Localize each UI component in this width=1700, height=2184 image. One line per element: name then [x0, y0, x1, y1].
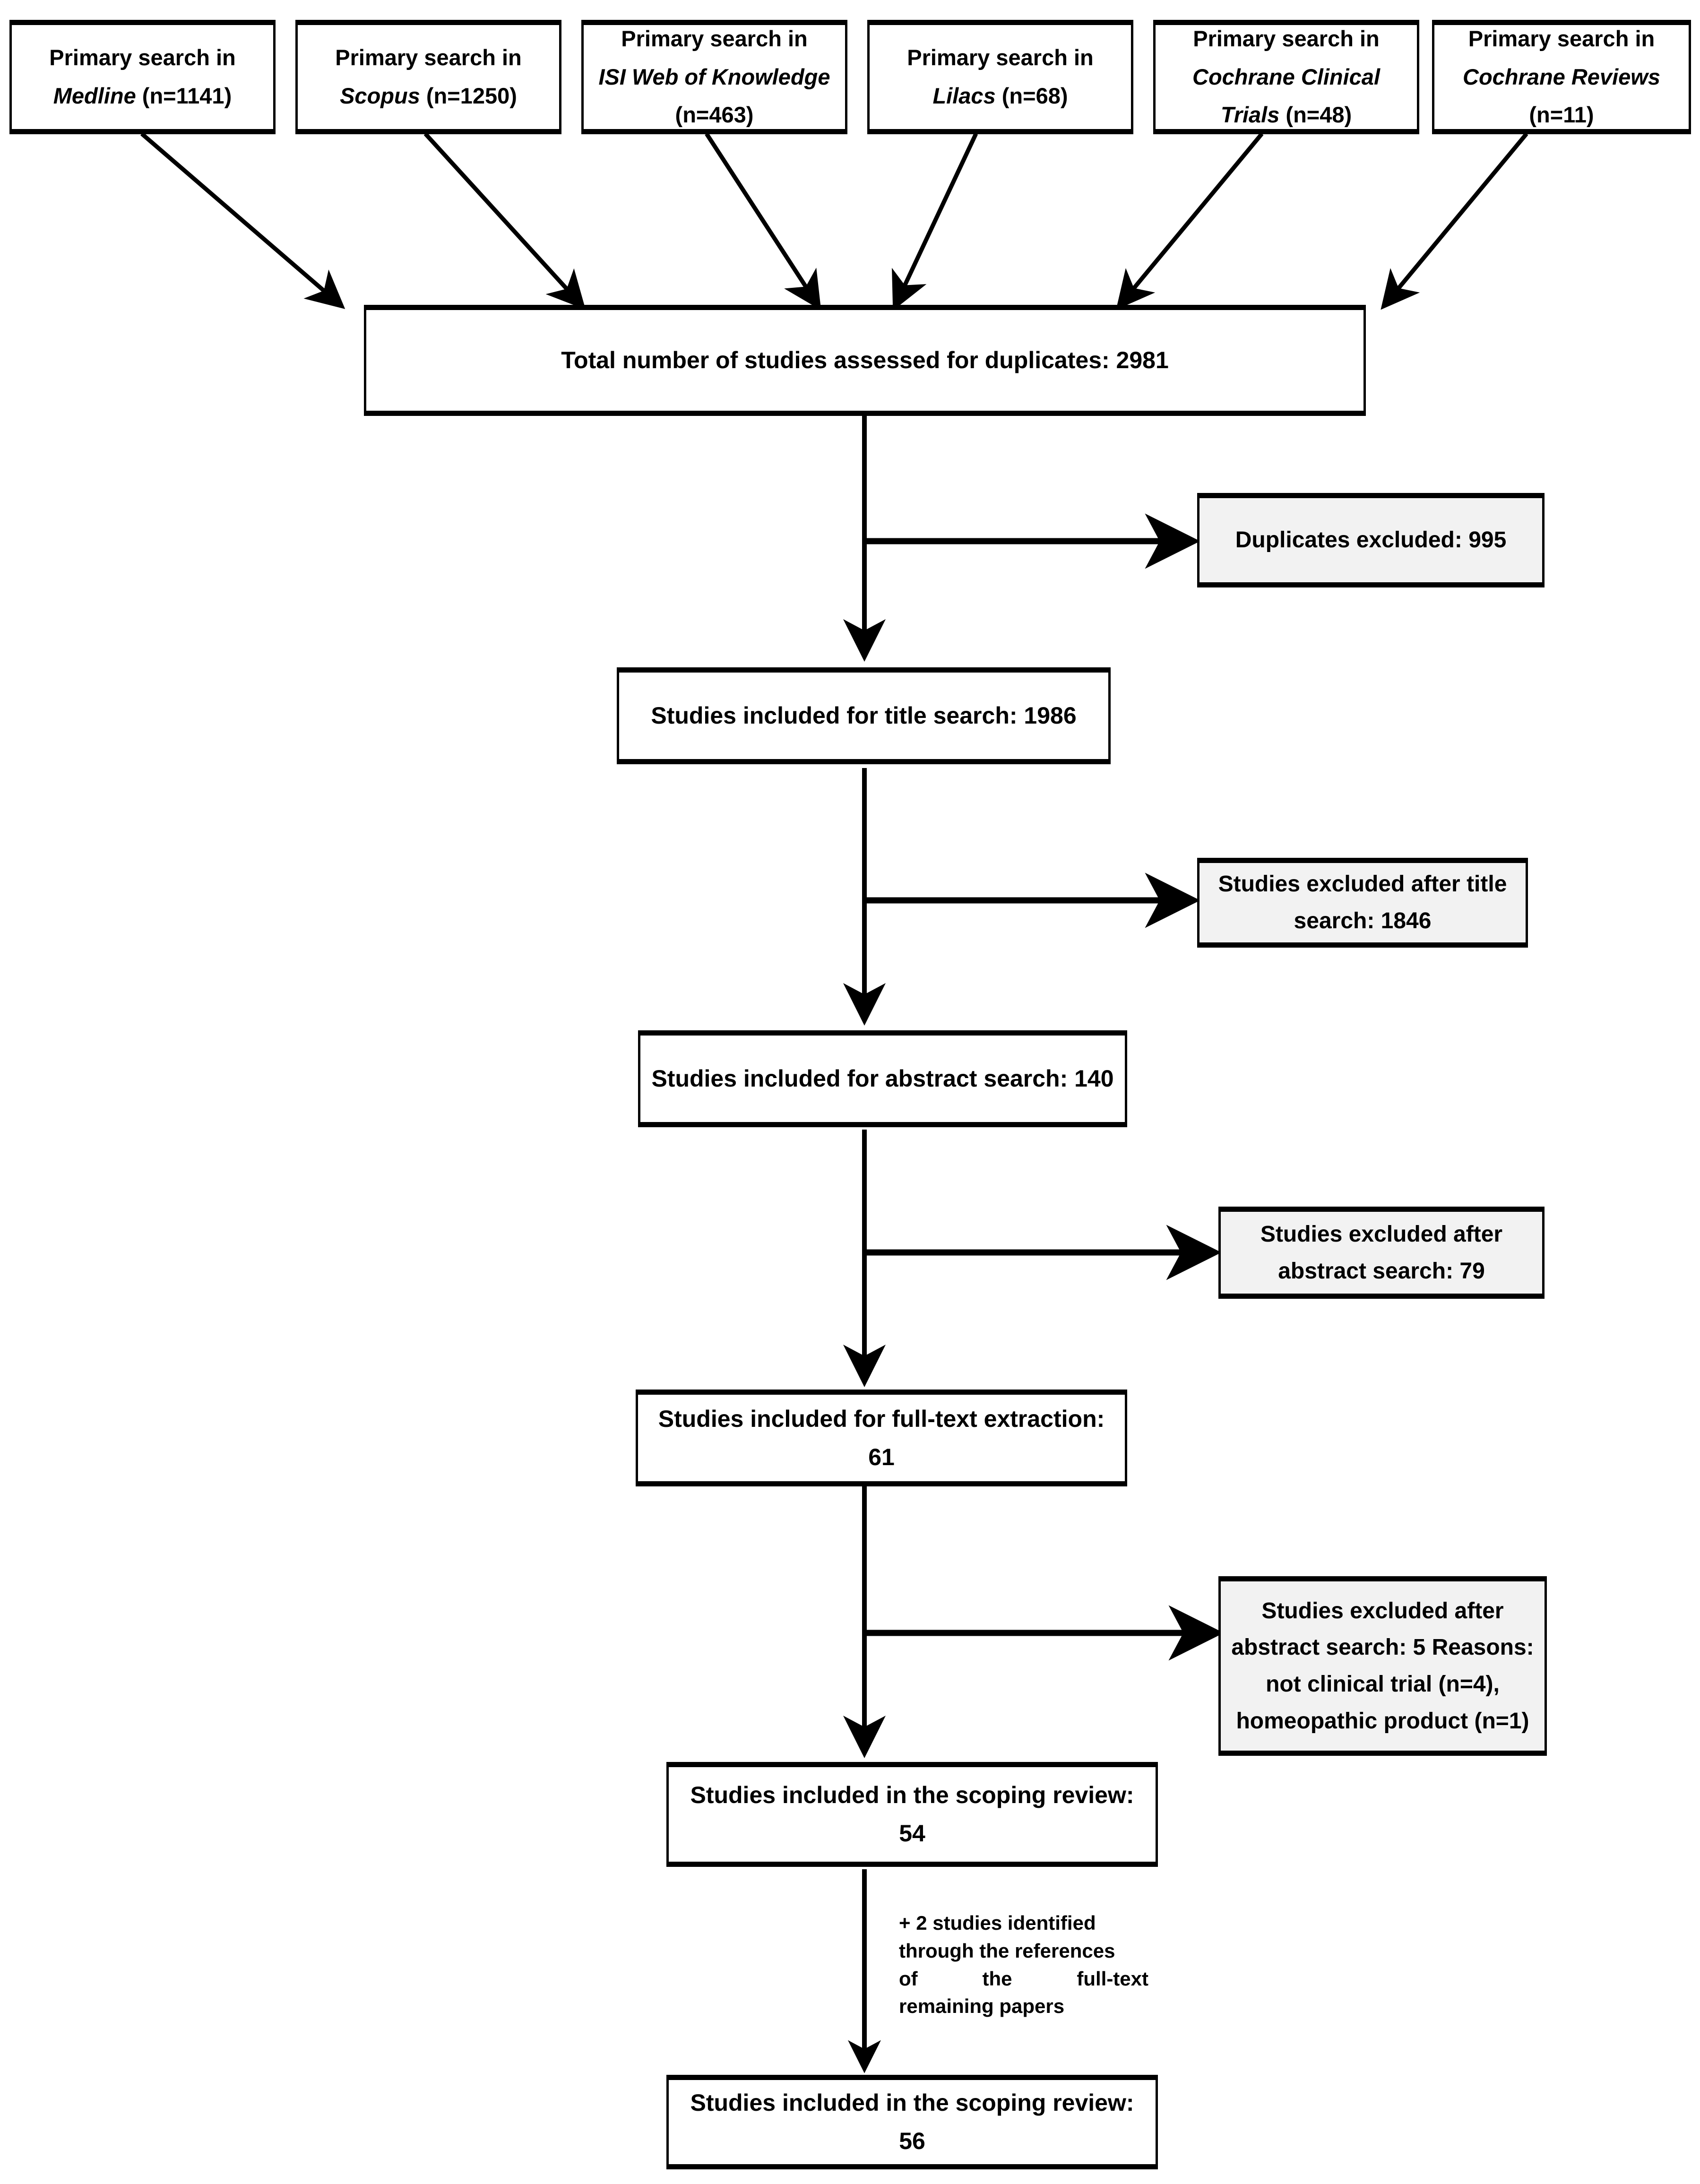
source-count: (n=1141): [136, 83, 232, 108]
source-arrow-group: [140, 132, 1528, 311]
flow-box-label: Total number of studies assessed for dup…: [561, 347, 1169, 373]
arrow-isi: [705, 132, 821, 311]
flow-box-label: Studies included in the scoping review: …: [690, 1782, 1134, 1847]
arrow-cochrane-reviews: [1381, 132, 1528, 310]
source-box-isi-web-of-knowledge: Primary search in ISI Web of Knowledge (…: [581, 20, 847, 134]
exclusion-label-line2: Reasons: not clinical trial (n=4), homeo…: [1236, 1635, 1534, 1734]
source-database-name: ISI Web of Knowledge: [598, 64, 830, 89]
flow-box-label: Studies included in the scoping review: …: [690, 2089, 1134, 2154]
exclusion-box-duplicates: Duplicates excluded: 995: [1197, 493, 1545, 587]
arrow-cochrane-trials: [1116, 132, 1264, 310]
source-label-line1: Primary search in: [335, 45, 522, 70]
source-box-cochrane-reviews: Primary search in Cochrane Reviews (n=11…: [1432, 20, 1691, 134]
source-label-line1: Primary search in: [1468, 26, 1655, 51]
source-count: (n=463): [675, 102, 754, 128]
arrow-scopus: [423, 132, 586, 310]
exclusion-box-after-full-text: Studies excluded after abstract search: …: [1218, 1576, 1547, 1756]
arrow-medline: [140, 132, 345, 309]
flow-box-scoping-review-56: Studies included in the scoping review: …: [666, 2075, 1158, 2169]
flow-box-duplicates-assessed: Total number of studies assessed for dup…: [364, 305, 1366, 416]
annotation-line-1: + 2 studies identified: [899, 1912, 1096, 1934]
exclusion-label: Studies excluded after abstract search: …: [1260, 1221, 1503, 1284]
source-box-scopus: Primary search in Scopus (n=1250): [295, 20, 561, 134]
source-database-name: Cochrane Reviews: [1463, 64, 1660, 89]
source-count: (n=1250): [420, 83, 517, 108]
source-database-name: Medline: [53, 83, 136, 108]
source-database-name: Scopus: [340, 83, 420, 108]
exclusion-label: Studies excluded after title search: 184…: [1218, 872, 1507, 933]
source-count: (n=11): [1529, 102, 1594, 128]
source-label-line1: Primary search in: [621, 26, 808, 51]
flow-box-label: Studies included for title search: 1986: [651, 702, 1077, 729]
exclusion-box-after-abstract-search: Studies excluded after abstract search: …: [1218, 1207, 1545, 1299]
source-label-line1: Primary search in: [49, 45, 236, 70]
flow-box-full-text-extraction: Studies included for full-text extractio…: [636, 1390, 1127, 1486]
flow-box-label: Studies included for full-text extractio…: [658, 1405, 1105, 1470]
source-box-lilacs: Primary search in Lilacs (n=68): [867, 20, 1133, 134]
exclusion-label-line1: Studies excluded after abstract search: …: [1231, 1598, 1504, 1660]
annotation-line-2: through the references: [899, 1939, 1115, 1962]
source-count: (n=68): [995, 83, 1068, 108]
annotation-line-4: remaining papers: [899, 1995, 1065, 2018]
flow-box-abstract-search: Studies included for abstract search: 14…: [638, 1030, 1127, 1127]
source-database-name: Lilacs: [932, 83, 996, 108]
flow-box-label: Studies included for abstract search: 14…: [651, 1065, 1114, 1092]
source-box-medline: Primary search in Medline (n=1141): [9, 20, 276, 134]
source-box-cochrane-clinical-trials: Primary search in Cochrane Clinical Tria…: [1153, 20, 1419, 134]
source-count: (n=48): [1279, 102, 1352, 128]
annotation-additional-studies: + 2 studies identified through the refer…: [899, 1909, 1148, 2020]
source-database-name: Cochrane Clinical Trials: [1192, 64, 1380, 128]
flow-box-title-search: Studies included for title search: 1986: [617, 667, 1111, 764]
exclusion-box-after-title-search: Studies excluded after title search: 184…: [1197, 858, 1528, 948]
arrow-lilacs: [892, 133, 978, 311]
exclusion-label: Duplicates excluded: 995: [1235, 527, 1507, 553]
flow-box-scoping-review-54: Studies included in the scoping review: …: [666, 1762, 1158, 1867]
source-label-line1: Primary search in: [1193, 26, 1380, 51]
source-label-line1: Primary search in: [907, 45, 1094, 70]
